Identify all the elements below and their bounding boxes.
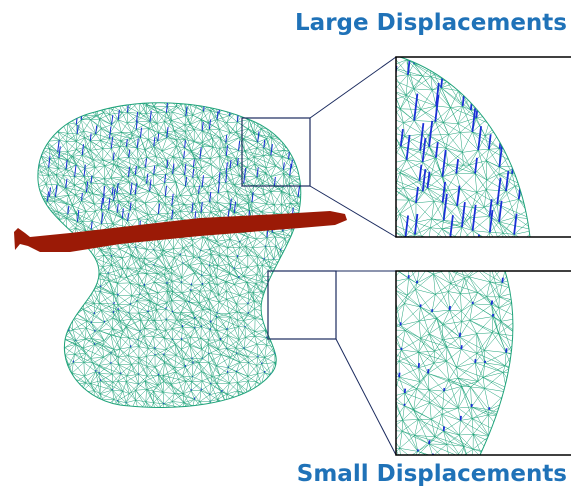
zoom-region-top (241, 117, 311, 187)
inset-frame-top (395, 56, 571, 238)
mesh-edges (396, 271, 513, 455)
large-displacements-label: Large Displacements (295, 10, 567, 36)
connector-line (309, 185, 397, 238)
inset-boundary (479, 270, 514, 456)
needle (14, 211, 347, 252)
kidney-outline (37, 102, 302, 408)
connector-line (335, 338, 397, 456)
zoom-region-bottom (267, 270, 337, 340)
inset-boundary (399, 56, 531, 238)
displacement-vectors (37, 102, 301, 408)
inset-frame-bottom (395, 270, 571, 456)
connector-line (309, 56, 397, 119)
displacement-vector-set (37, 102, 301, 408)
small-displacement-inset-mesh (396, 271, 513, 455)
small-displacements-label: Small Displacements (296, 461, 567, 487)
